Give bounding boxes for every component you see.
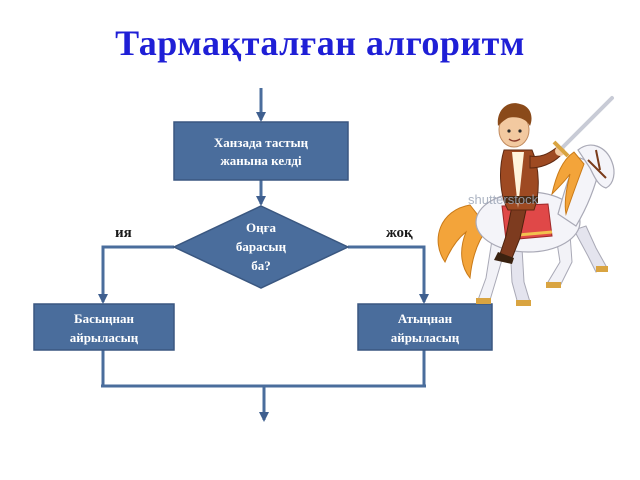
horse-front-leg-2	[573, 225, 607, 273]
horse-mane	[551, 151, 585, 216]
bridle	[587, 149, 607, 179]
right-result-box: Атыңнан айрыласың	[357, 303, 493, 351]
decision-line1: Оңға	[246, 220, 277, 235]
sword-blade	[560, 96, 614, 150]
hoof	[596, 266, 608, 272]
rider-eye	[507, 129, 511, 133]
yes-label: ия	[115, 225, 132, 241]
slide-title: Тармақталған алгоритм	[115, 23, 525, 63]
left-result-box: Басыңнан айрыласың	[33, 303, 175, 351]
hoof	[546, 282, 561, 288]
right-box-line1: Атыңнан	[398, 311, 453, 326]
rider-shirt	[512, 152, 524, 208]
watermark: shutterstock	[468, 192, 539, 207]
decision-line2: барасың	[236, 239, 287, 254]
rider-hair	[497, 103, 532, 126]
start-box: Ханзада тастың жанына келді	[173, 121, 349, 181]
hoof	[476, 298, 491, 304]
rider-eye	[518, 129, 522, 133]
sword-guard	[552, 140, 570, 158]
connectors	[98, 88, 429, 422]
yes-branch-line	[98, 245, 174, 304]
rider-belt	[504, 196, 538, 203]
rider-boot	[494, 252, 514, 264]
start-box-line1: Ханзада тастың	[214, 135, 309, 150]
left-box-line2: айрыласың	[70, 330, 139, 345]
start-box-line2: жанына келді	[220, 153, 302, 168]
no-label: жоқ	[386, 225, 413, 241]
no-branch-line	[348, 245, 429, 304]
rider-smile	[508, 138, 521, 142]
left-box-line1: Басыңнан	[74, 311, 134, 326]
decision-diamond: Оңға барасың ба?	[172, 205, 350, 289]
hoof	[516, 300, 531, 306]
right-box-line2: айрыласың	[391, 330, 460, 345]
prince-on-horse-illustration: shutterstock	[437, 96, 615, 306]
decision-line3: ба?	[251, 258, 271, 273]
